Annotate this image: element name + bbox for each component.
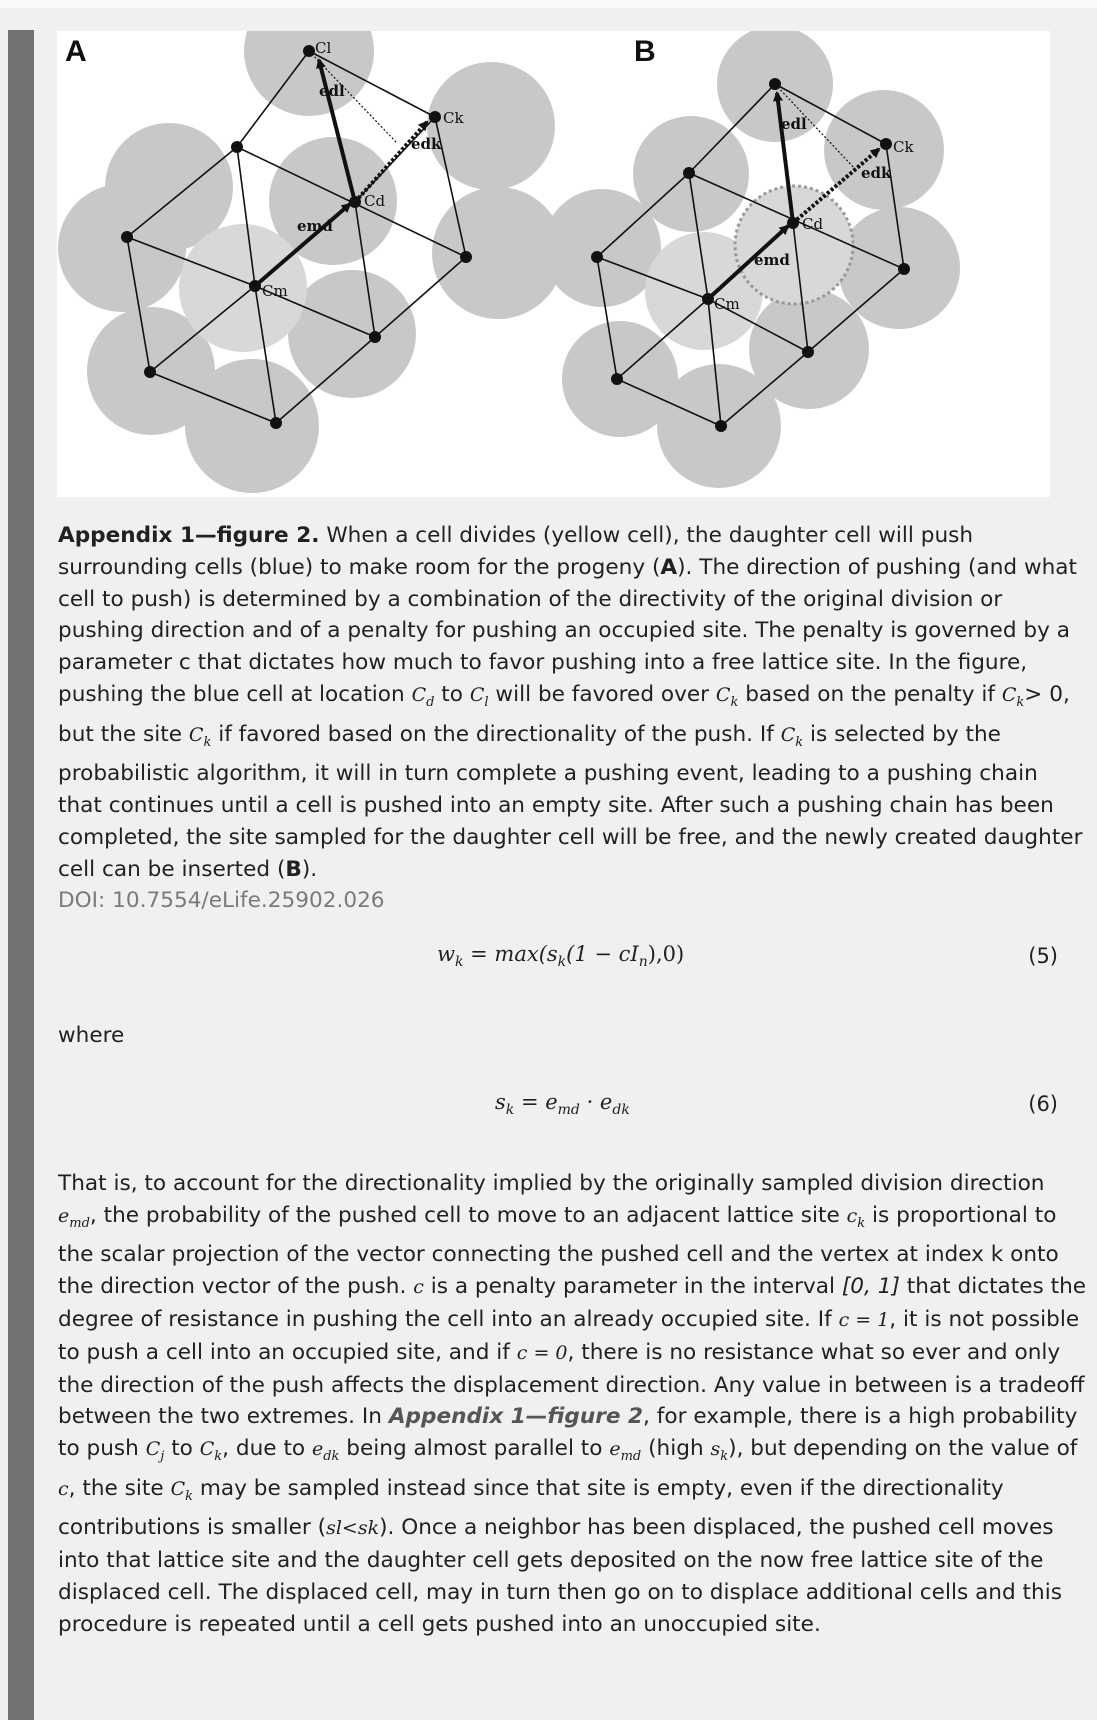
- math-c-eq-1: c = 1: [838, 1308, 890, 1331]
- interval: [0, 1]: [841, 1274, 900, 1300]
- lattice-diagram: Cl Ck Cd Cm edl edk emd: [58, 31, 960, 493]
- math-sk: sk: [710, 1438, 729, 1464]
- math-ck: ck: [846, 1204, 866, 1231]
- math-c: c: [413, 1276, 424, 1299]
- label-emd-b: emd: [754, 251, 790, 269]
- math-c-eq-0: c = 0: [516, 1341, 568, 1364]
- label-ck-a: Ck: [443, 109, 464, 127]
- label-cm-a: Cm: [262, 282, 288, 300]
- panel-label-b: B: [634, 35, 656, 68]
- label-edl-b: edl: [781, 115, 807, 133]
- label-cm-b: Cm: [714, 295, 740, 313]
- caption-text: based on the penalty if: [738, 681, 1002, 707]
- doi-link[interactable]: DOI: 10.7554/eLife.25902.026: [58, 888, 385, 914]
- equation-5-formula: wk = max(sk(1 − cIn),0): [437, 942, 685, 971]
- panel-label-a: A: [65, 35, 87, 68]
- caption-label: Appendix 1—figure 2.: [58, 523, 320, 548]
- body-paragraph: That is, to account for the directionali…: [58, 1171, 1087, 1637]
- where-text: where: [58, 1023, 125, 1048]
- panel-b: Ck Cd Cm edl edk emd: [543, 31, 960, 488]
- math-emd: emd: [609, 1438, 642, 1464]
- label-edk-b: edk: [861, 164, 892, 182]
- label-edl-a: edl: [319, 82, 345, 100]
- caption-text: > 0, but the site: [58, 681, 1070, 747]
- panel-a: Cl Ck Cd Cm edl edk emd: [58, 31, 564, 493]
- caption-ref-a: A: [660, 554, 678, 580]
- equation-5: wk = max(sk(1 − cIn),0) (5): [0, 940, 1097, 980]
- caption-text: ).: [301, 856, 318, 882]
- caption-text: if favored based on the directionality o…: [211, 721, 781, 747]
- label-cl-a: Cl: [315, 39, 331, 57]
- caption-text: ). The direction of pushing (and what ce…: [58, 554, 1078, 707]
- label-cd-a: Cd: [364, 192, 385, 210]
- math-ck: Ck: [715, 683, 739, 710]
- figure-link[interactable]: Appendix 1—figure 2: [388, 1404, 644, 1430]
- math-ck: Ck: [199, 1438, 223, 1464]
- math-cl: Cl: [469, 683, 489, 710]
- caption-text: is selected by the probabilistic algorit…: [58, 721, 1083, 882]
- equation-6: sk = emd · edk (6): [0, 1088, 1097, 1128]
- caption-text: When a cell divides (yellow cell), the d…: [58, 523, 974, 580]
- figure-appendix-1-2: Cl Ck Cd Cm edl edk emd: [57, 31, 1050, 497]
- left-sidebar-bar: [8, 30, 34, 1720]
- caption-text: will be favored over: [488, 681, 716, 707]
- label-cd-b: Cd: [802, 215, 823, 233]
- figure-caption: Appendix 1—figure 2. When a cell divides…: [58, 520, 1088, 917]
- math-cd: Cd: [411, 683, 435, 710]
- label-edk-a: edk: [411, 135, 442, 153]
- equation-6-formula: sk = emd · edk: [495, 1090, 630, 1119]
- math-emd: emd: [58, 1204, 90, 1231]
- math-ck: Ck: [170, 1477, 193, 1504]
- label-ck-b: Ck: [893, 138, 914, 156]
- caption-ref-b: B: [285, 856, 302, 882]
- equation-6-number: (6): [1028, 1092, 1058, 1116]
- math-ck: Ck: [1001, 683, 1025, 710]
- math-cj: Cj: [145, 1438, 165, 1464]
- math-ck: Ck: [188, 723, 212, 750]
- math-c: c: [58, 1477, 69, 1500]
- math-sl-lt-sk: sl<sk: [326, 1517, 380, 1540]
- equation-5-number: (5): [1028, 944, 1058, 968]
- math-ck: Ck: [780, 723, 804, 750]
- label-emd-a: emd: [297, 217, 333, 235]
- top-edge: [0, 0, 1097, 8]
- caption-text: to: [434, 681, 470, 707]
- math-edk: edk: [311, 1438, 340, 1464]
